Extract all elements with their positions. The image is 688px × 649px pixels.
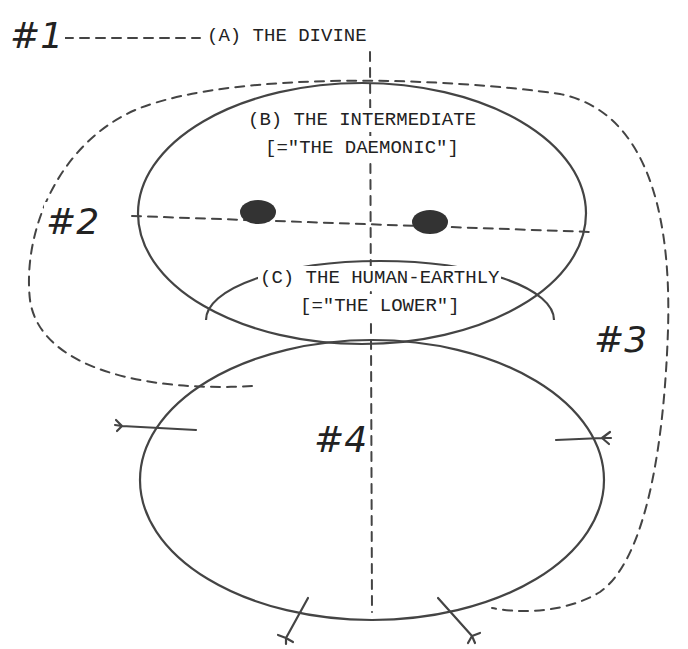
left-leg	[278, 598, 308, 644]
callout-number: #2	[44, 202, 101, 242]
eye-dot	[412, 210, 448, 234]
horizontal-axis	[132, 216, 592, 232]
callout-number: #3	[592, 320, 649, 360]
callout-number: #1	[8, 16, 65, 56]
right-arm	[556, 432, 611, 444]
head-circle-line	[138, 83, 586, 344]
dashed-region	[29, 81, 668, 611]
inner-region: (C) THE HUMAN-EARTHLY [="THE LOWER"]	[205, 252, 555, 372]
head-circle: (B) THE INTERMEDIATE [="THE DAEMONIC"] (C)…	[137, 82, 587, 345]
leader-line	[64, 37, 200, 39]
inner-region-line	[206, 261, 554, 320]
level-text: (C) THE HUMAN-EARTHLY	[258, 266, 501, 290]
level-label: (A) THE DIVINE	[205, 24, 369, 48]
level-text: [="THE DAEMONIC"]	[263, 136, 461, 160]
right-leg	[438, 598, 480, 643]
eye-dot	[240, 200, 276, 224]
left-arm	[115, 420, 196, 431]
level-text: (B) THE INTERMEDIATE	[246, 108, 478, 132]
body-outline	[140, 340, 604, 620]
level-text: [="THE LOWER"]	[298, 294, 462, 318]
callout-number: #4	[312, 420, 369, 460]
